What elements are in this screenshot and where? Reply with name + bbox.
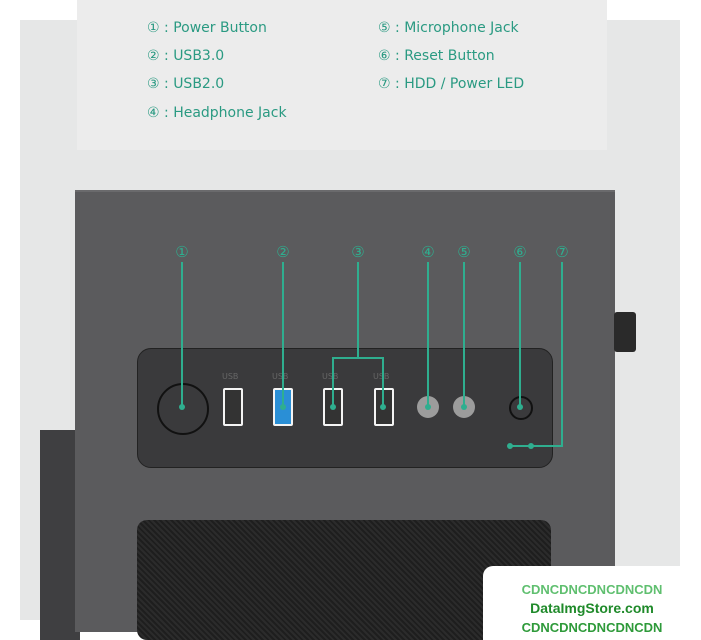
callout-line bbox=[357, 262, 359, 358]
callout-line bbox=[427, 262, 429, 407]
port-label: USB bbox=[222, 372, 239, 381]
watermark-site: DataImgStore.com bbox=[530, 600, 654, 616]
led-dot bbox=[507, 443, 513, 449]
usb-port bbox=[223, 388, 243, 426]
port-label: USB bbox=[322, 372, 339, 381]
side-knob bbox=[614, 312, 636, 352]
legend-box: ① : Power Button ② : USB3.0 ③ : USB2.0 ④… bbox=[77, 0, 607, 150]
legend-item-usb3: ② : USB3.0 bbox=[147, 48, 225, 64]
callout-dot bbox=[425, 404, 431, 410]
callout-line bbox=[332, 357, 383, 359]
power-button bbox=[157, 383, 209, 435]
callout-line bbox=[510, 445, 563, 447]
callout-7: ⑦ bbox=[555, 243, 569, 261]
callout-5: ⑤ bbox=[457, 243, 471, 261]
watermark-line: CDNCDNCDNCDNCDN bbox=[521, 582, 663, 597]
led-dot bbox=[528, 443, 534, 449]
reset-button bbox=[509, 396, 533, 420]
callout-dot bbox=[330, 404, 336, 410]
callout-line bbox=[463, 262, 465, 407]
callout-dot bbox=[461, 404, 467, 410]
watermark-line: CDNCDNCDNCDNCDN bbox=[521, 620, 663, 635]
callout-3: ③ bbox=[351, 243, 365, 261]
port-label: USB bbox=[373, 372, 389, 381]
watermark: CDNCDNCDNCDNCDN DataImgStore.com CDNCDNC… bbox=[483, 566, 701, 640]
mesh-grille bbox=[137, 520, 551, 640]
callout-6: ⑥ bbox=[513, 243, 527, 261]
legend-item-led: ⑦ : HDD / Power LED bbox=[378, 76, 525, 92]
callout-dot bbox=[179, 404, 185, 410]
callout-line bbox=[382, 357, 384, 407]
port-label: USB bbox=[272, 372, 289, 381]
callout-line bbox=[282, 262, 284, 407]
legend-item-power: ① : Power Button bbox=[147, 20, 267, 36]
callout-line bbox=[519, 262, 521, 407]
callout-line bbox=[181, 262, 183, 407]
case-side bbox=[40, 430, 80, 640]
callout-4: ④ bbox=[421, 243, 435, 261]
legend-item-usb2: ③ : USB2.0 bbox=[147, 76, 225, 92]
legend-item-reset: ⑥ : Reset Button bbox=[378, 48, 495, 64]
legend-item-mic: ⑤ : Microphone Jack bbox=[378, 20, 519, 36]
callout-line bbox=[561, 262, 563, 446]
callout-dot bbox=[380, 404, 386, 410]
callout-dot bbox=[280, 404, 286, 410]
callout-dot bbox=[517, 404, 523, 410]
callout-1: ① bbox=[175, 243, 189, 261]
callout-2: ② bbox=[276, 243, 290, 261]
callout-line bbox=[332, 357, 334, 407]
legend-item-headphone: ④ : Headphone Jack bbox=[147, 105, 287, 121]
